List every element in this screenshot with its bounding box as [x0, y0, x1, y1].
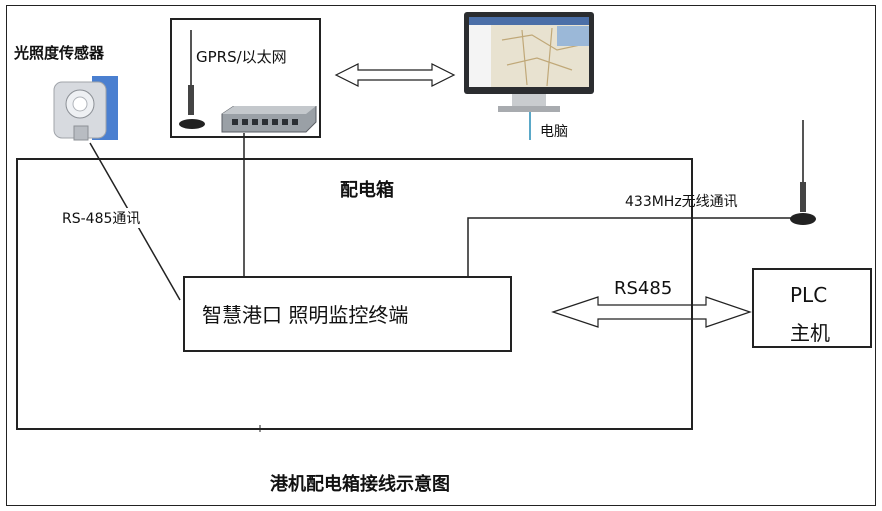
wireless-wire — [467, 217, 798, 278]
cabinet-label: 配电箱 — [340, 180, 394, 201]
smart-port-terminal-box — [183, 276, 512, 352]
plc-host-box — [752, 268, 872, 348]
router-switch-icon — [218, 105, 320, 134]
rs485-double-arrow — [551, 296, 752, 328]
gprs-antenna-icon — [176, 30, 210, 134]
rs485-link-label: RS-485通讯 — [60, 208, 143, 228]
distribution-cabinet-box — [16, 158, 693, 430]
computer-label: 电脑 — [540, 124, 568, 140]
plc-label-line1: PLC — [790, 283, 828, 307]
network-label: GPRS/以太网 — [196, 48, 287, 66]
terminal-label: 智慧港口 照明监控终端 — [202, 303, 409, 327]
outer-frame — [6, 5, 876, 506]
rs485-label: RS485 — [614, 278, 673, 299]
wireless-antenna-icon — [788, 120, 818, 228]
diagram-title: 港机配电箱接线示意图 — [270, 474, 450, 495]
wireless-label: 433MHz无线通讯 — [625, 194, 738, 210]
network-box — [170, 18, 321, 138]
network-double-arrow — [334, 63, 456, 87]
light-sensor-device — [52, 74, 120, 144]
sensor-label: 光照度传感器 — [14, 44, 105, 62]
plc-label-line2: 主机 — [790, 321, 830, 345]
computer-monitor-icon — [462, 10, 596, 114]
